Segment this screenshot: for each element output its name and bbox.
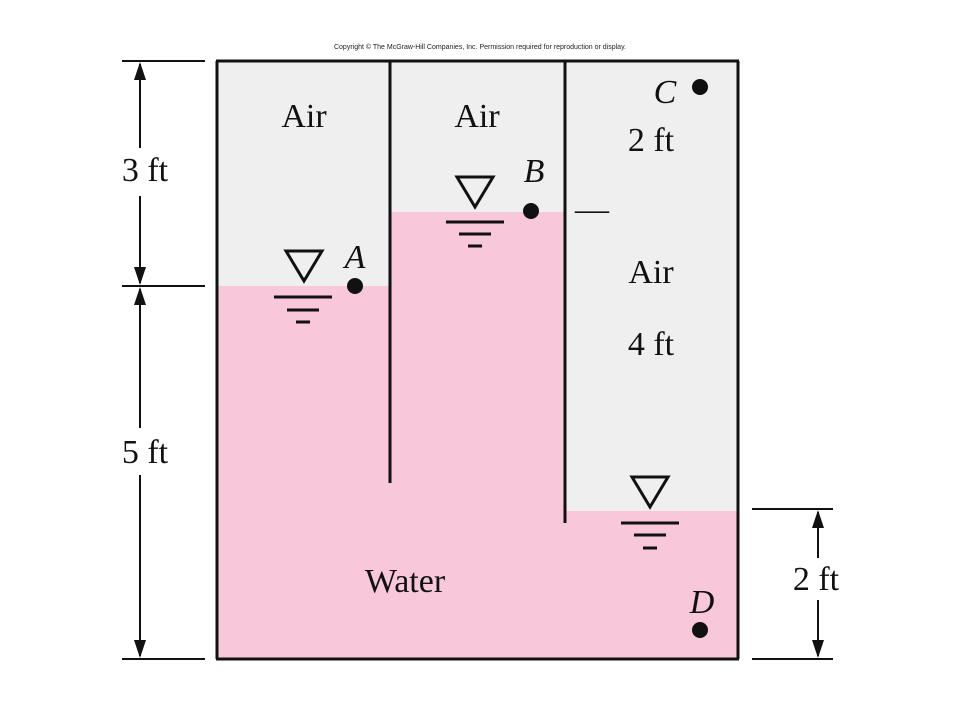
air-label-left: Air xyxy=(281,98,327,135)
arrowhead-up-icon xyxy=(812,510,824,528)
point-b-marker xyxy=(523,203,539,219)
point-d-label: D xyxy=(689,584,715,621)
water-surface-icon xyxy=(446,175,504,248)
arrowhead-up-icon xyxy=(134,287,146,305)
arrowhead-down-icon xyxy=(134,267,146,285)
point-c-marker xyxy=(692,79,708,95)
dimension-label-2ft-top: 2 ft xyxy=(628,122,675,159)
air-region-middle xyxy=(390,61,565,212)
arrowhead-down-icon xyxy=(812,640,824,658)
water-surface-icon xyxy=(274,249,332,324)
arrowhead-up-icon xyxy=(134,62,146,80)
point-b-label: B xyxy=(524,153,545,190)
dimension-label-4ft: 4 ft xyxy=(628,326,675,363)
air-label-middle: Air xyxy=(454,98,500,135)
copyright-notice: Copyright © The McGraw-Hill Companies, I… xyxy=(334,43,626,51)
air-region-right xyxy=(565,61,738,511)
water-region-left xyxy=(217,286,390,658)
dash-mark: — xyxy=(574,191,610,228)
point-a-marker xyxy=(347,278,363,294)
water-surface-icon xyxy=(621,475,679,550)
point-c-label: C xyxy=(654,74,677,111)
dimension-label-5ft: 5 ft xyxy=(122,434,169,471)
air-region-left xyxy=(217,61,390,286)
water-region-middle xyxy=(390,212,565,658)
point-a-label: A xyxy=(343,239,366,276)
dimension-label-3ft: 3 ft xyxy=(122,152,169,189)
air-label-right: Air xyxy=(628,254,674,291)
water-label: Water xyxy=(365,563,446,600)
dimension-label-2ft-right: 2 ft xyxy=(793,561,840,598)
point-d-marker xyxy=(692,622,708,638)
arrowhead-down-icon xyxy=(134,640,146,658)
